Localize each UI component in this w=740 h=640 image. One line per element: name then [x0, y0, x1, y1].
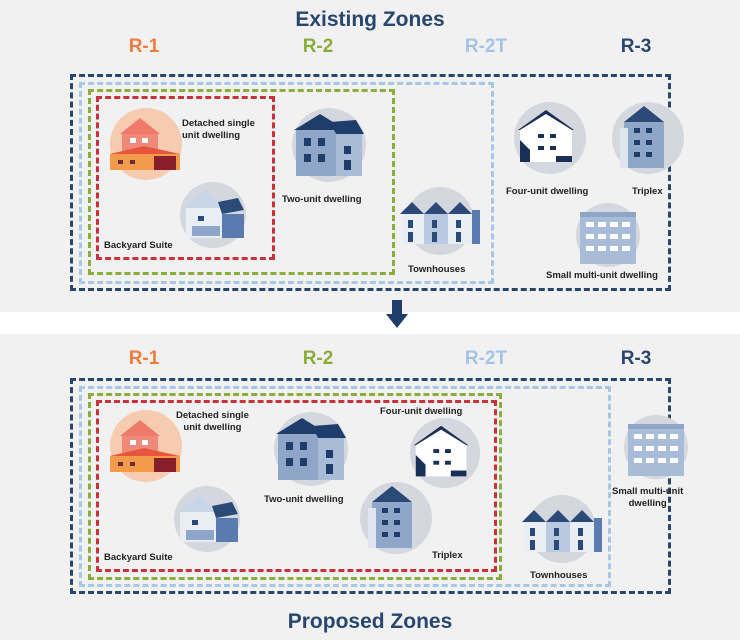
zone-box-r2 [88, 393, 502, 580]
apartment-building-icon [624, 415, 688, 479]
zone-label-r2: R-2 [302, 36, 334, 57]
red-house-icon [110, 410, 182, 482]
zone-box-r2 [88, 89, 395, 275]
apartment-building-icon [576, 203, 640, 267]
zone-box-r1 [96, 96, 275, 260]
two-unit-house-icon [292, 108, 366, 182]
two-unit-label: Two-unit dwelling [264, 494, 344, 505]
zone-label-r1: R-1 [128, 348, 160, 369]
triplex-label: Triplex [632, 186, 663, 197]
detached-label: Detached single unit dwelling [182, 118, 255, 141]
townhouses-label: Townhouses [408, 264, 466, 275]
townhouses-label: Townhouses [530, 570, 588, 581]
zone-label-r3: R-3 [620, 348, 652, 369]
two-unit-house-icon [274, 412, 348, 486]
zone-label-r2t: R-2T [464, 36, 508, 57]
townhouses-icon [400, 187, 480, 255]
zone-box-r3 [70, 74, 671, 291]
zone-box-r2t [79, 82, 494, 284]
existing-zones-panel: Existing Zones R-1 R-2 R-2T R-3 Detached… [0, 0, 740, 312]
detached-label: Detached single unit dwelling [176, 410, 249, 433]
backyard-label: Backyard Suite [104, 552, 173, 563]
four-unit-label: Four-unit dwelling [380, 406, 463, 417]
zone-label-r1: R-1 [128, 36, 160, 57]
four-unit-label: Four-unit dwelling [506, 186, 589, 197]
zone-label-r2t: R-2T [464, 348, 508, 369]
four-unit-house-icon [514, 102, 586, 174]
small-multi-label: Small multi-unit dwelling [546, 270, 658, 281]
proposed-zones-panel: R-1 R-2 R-2T R-3 Detached single unit dw… [0, 334, 740, 640]
zone-box-r3 [70, 378, 671, 594]
triplex-icon [360, 482, 432, 554]
existing-zones-title: Existing Zones [295, 8, 445, 31]
blue-suite-icon [180, 182, 246, 248]
red-house-icon [110, 108, 182, 180]
down-arrow-icon [386, 300, 408, 328]
triplex-label: Triplex [432, 550, 463, 561]
backyard-label: Backyard Suite [104, 240, 173, 251]
zone-label-r3: R-3 [620, 36, 652, 57]
triplex-icon [612, 102, 684, 174]
townhouses-icon [522, 495, 602, 563]
zone-box-r2t [79, 386, 611, 587]
proposed-zones-title: Proposed Zones [287, 610, 453, 633]
four-unit-house-icon [409, 417, 481, 489]
zone-box-r1 [96, 400, 497, 572]
small-multi-label: Small multi-unit dwelling [612, 486, 684, 509]
zone-label-r2: R-2 [302, 348, 334, 369]
blue-suite-icon [174, 486, 240, 552]
two-unit-label: Two-unit dwelling [282, 194, 362, 205]
